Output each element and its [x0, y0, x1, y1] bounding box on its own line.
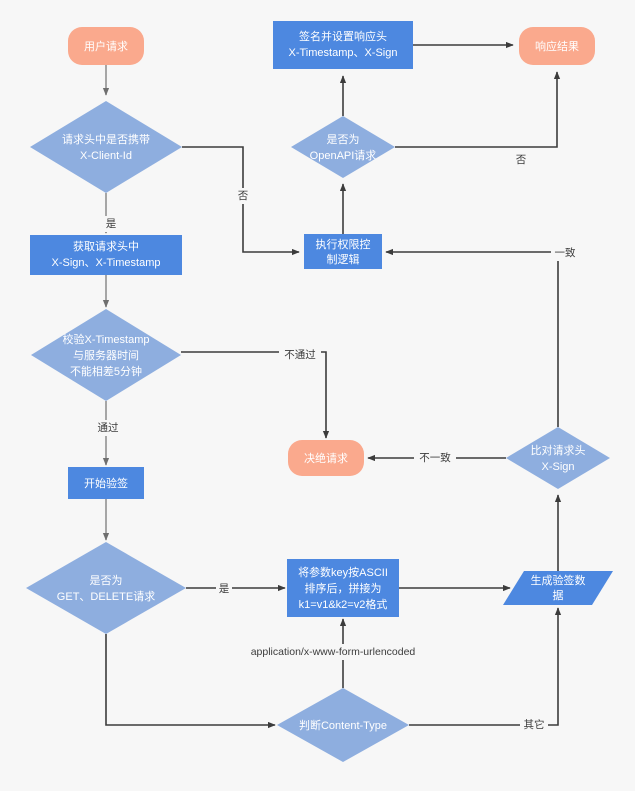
- node-judge-content-type[interactable]: 判断Content-Type: [277, 688, 409, 762]
- node-is-openapi-request-shape[interactable]: [291, 116, 395, 178]
- edge-label-no-client-id: 否: [235, 188, 251, 204]
- node-response-result-shape[interactable]: [519, 27, 595, 65]
- edge-content-type-other: [409, 607, 562, 726]
- edge-label-text: 通过: [98, 421, 119, 434]
- node-compare-x-sign-shape[interactable]: [506, 427, 610, 489]
- edge-label-text: 是: [106, 218, 117, 230]
- node-generate-sign-data-shape[interactable]: [503, 571, 613, 605]
- edge-label-sign-mismatch: 不一致: [414, 450, 456, 466]
- node-check-timestamp[interactable]: 校验X-Timestamp 与服务器时间 不能相差5分钟: [31, 309, 181, 401]
- node-response-result[interactable]: 响应结果: [519, 27, 595, 65]
- edge-label-text: 否: [238, 190, 249, 202]
- edge-label-text: 是: [219, 583, 230, 595]
- node-is-get-delete-request[interactable]: 是否为 GET、DELETE请求: [26, 542, 186, 634]
- node-reject-request-shape[interactable]: [288, 440, 364, 476]
- node-execute-auth-logic[interactable]: 执行权限控 制逻辑: [304, 234, 382, 269]
- edge-label-yes-client-id: 是: [103, 216, 119, 232]
- edge-check-ts-fail: [181, 351, 330, 439]
- node-user-request-shape[interactable]: [68, 27, 144, 65]
- edge-label-text: application/x-www-form-urlencoded: [251, 646, 416, 658]
- node-sort-params-ascii[interactable]: 将参数key按ASCII 排序后，拼接为 k1=v1&k2=v2格式: [287, 559, 399, 617]
- edge-label-urlencoded: application/x-www-form-urlencoded: [213, 644, 453, 660]
- edge-label-timestamp-pass: 通过: [94, 420, 122, 436]
- edge-openapi-no: [395, 71, 561, 148]
- node-compare-x-sign[interactable]: 比对请求头 X-Sign: [506, 427, 610, 489]
- edge-label-text: 不通过: [284, 348, 316, 361]
- node-is-get-delete-request-shape[interactable]: [26, 542, 186, 634]
- node-judge-content-type-shape[interactable]: [277, 688, 409, 762]
- node-is-openapi-request[interactable]: 是否为 OpenAPI请求: [291, 116, 395, 178]
- edge-label-yes-get-delete: 是: [216, 581, 232, 597]
- node-generate-sign-data[interactable]: 生成验签数 据: [503, 571, 613, 605]
- node-has-client-id-shape[interactable]: [30, 101, 182, 193]
- node-begin-verify-signature-shape[interactable]: [68, 467, 144, 499]
- node-execute-auth-logic-shape[interactable]: [304, 234, 382, 269]
- node-get-request-headers-shape[interactable]: [30, 235, 182, 275]
- node-sort-params-ascii-shape[interactable]: [287, 559, 399, 617]
- edge-label-sign-match: 一致: [551, 245, 579, 261]
- node-user-request[interactable]: 用户请求: [68, 27, 144, 65]
- edge-label-content-type-other: 其它: [520, 717, 548, 733]
- node-get-request-headers[interactable]: 获取请求头中 X-Sign、X-Timestamp: [30, 235, 182, 275]
- edge-label-no-openapi: 否: [513, 152, 529, 168]
- node-reject-request[interactable]: 决绝请求: [288, 440, 364, 476]
- node-has-client-id[interactable]: 请求头中是否携带 X-Client-Id: [30, 101, 182, 193]
- edge-label-text: 不一致: [419, 451, 451, 464]
- edge-label-timestamp-fail: 不通过: [279, 347, 321, 363]
- node-begin-verify-signature[interactable]: 开始验签: [68, 467, 144, 499]
- edge-label-text: 一致: [555, 246, 576, 259]
- edge-label-layer: 是 否 不通过 通过 是 application/x-www-form-urle: [94, 152, 579, 733]
- edge-label-text: 其它: [524, 718, 545, 731]
- edge-compare-match: [385, 248, 559, 427]
- edge-method-no-to-content-type: [105, 634, 276, 729]
- node-sign-and-set-response-header[interactable]: 签名并设置响应头 X-Timestamp、X-Sign: [273, 21, 413, 69]
- edge-label-text: 否: [516, 154, 527, 166]
- node-sign-and-set-response-header-shape[interactable]: [273, 21, 413, 69]
- node-check-timestamp-shape[interactable]: [31, 309, 181, 401]
